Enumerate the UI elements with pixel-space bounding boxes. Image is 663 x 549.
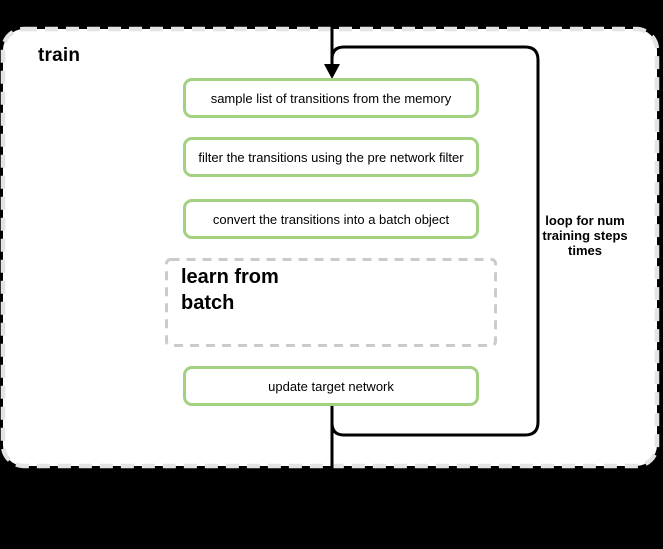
learn-from-batch-label: learn from batch (181, 266, 279, 314)
step-convert-to-batch: convert the transitions into a batch obj… (183, 199, 479, 239)
step-label: sample list of transitions from the memo… (210, 90, 452, 106)
step-update-target-network: update target network (183, 366, 479, 406)
step-label: convert the transitions into a batch obj… (212, 211, 450, 227)
learn-from-batch-box (165, 258, 497, 347)
loop-bracket (330, 45, 540, 437)
step-filter-transitions: filter the transitions using the pre net… (183, 137, 479, 177)
train-container-title: train (38, 45, 81, 66)
train-container-box (0, 26, 660, 469)
step-label: update target network (268, 378, 394, 394)
step-label: filter the transitions using the pre net… (198, 149, 464, 165)
loop-annotation: loop for num training steps times (542, 213, 628, 258)
step-sample-transitions: sample list of transitions from the memo… (183, 78, 479, 118)
arrowhead-down-icon (324, 64, 340, 79)
